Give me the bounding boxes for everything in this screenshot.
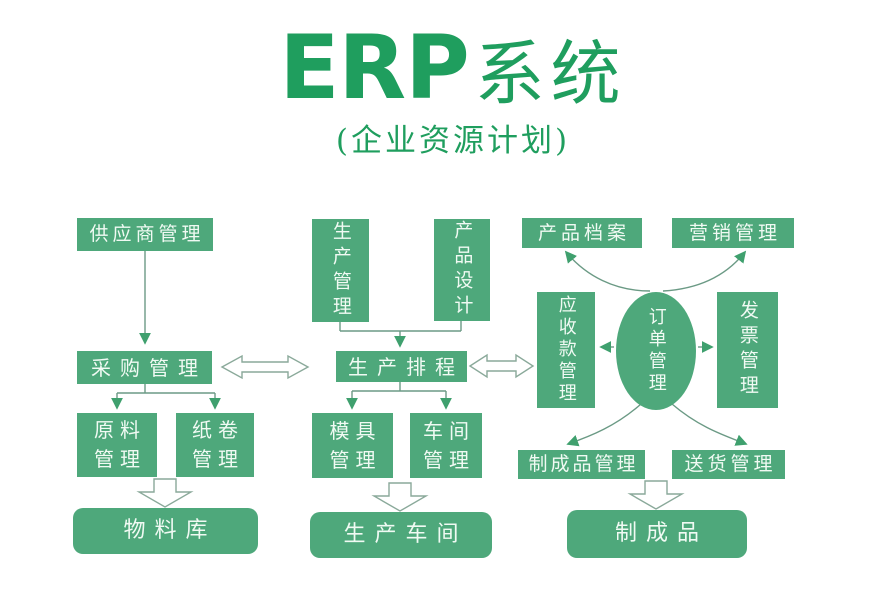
block-arrow-to-material-warehouse (136, 478, 194, 508)
node-label: 发票管理 (736, 300, 759, 400)
node-raw-material-management: 原料 管理 (77, 413, 157, 477)
node-label-line1: 原料 (94, 418, 146, 442)
page-title: ERP 系统 (14, 24, 878, 112)
title-block: ERP 系统 (企业资源计划) (14, 24, 878, 157)
node-material-warehouse: 物料库 (73, 508, 258, 554)
node-delivery-management: 送货管理 (672, 450, 785, 479)
node-label-line2: 管理 (423, 447, 475, 472)
arrow-order-to-delivery (671, 403, 748, 446)
block-arrow-to-production-workshop (371, 482, 429, 512)
node-label-line2: 管理 (94, 447, 146, 471)
node-label: 制成品管理 (528, 453, 639, 476)
node-label: 生产管理 (329, 220, 352, 321)
node-label: 物料库 (123, 517, 217, 543)
node-finished-goods: 制成品 (567, 510, 747, 558)
arrow-order-to-marketing (662, 250, 747, 292)
arrow-order-to-product-archive (564, 250, 651, 292)
node-label: 送货管理 (684, 453, 777, 476)
node-receivables-management: 应收款管理 (537, 292, 595, 408)
node-label-line1: 车间 (423, 418, 475, 443)
node-label: 生产车间 (343, 521, 468, 547)
title-system: 系统 (474, 33, 627, 115)
node-label: 应收款管理 (555, 295, 577, 405)
node-label: 订单管理 (645, 307, 667, 395)
node-product-design: 产品设计 (434, 219, 490, 321)
node-label-line1: 纸卷 (192, 418, 244, 442)
node-label: 营销管理 (688, 221, 781, 244)
double-arrow-scheduling-receivables (468, 353, 535, 379)
connector-purchasing-branch (117, 384, 215, 394)
arrow-order-to-finished-goods-mgmt (566, 403, 642, 447)
title-erp: ERP (279, 16, 469, 119)
double-arrow-purchasing-scheduling (220, 354, 310, 380)
node-purchasing-management: 采购管理 (77, 351, 212, 384)
node-label: 采购管理 (91, 355, 207, 380)
node-label: 产品档案 (537, 221, 630, 244)
node-label-line2: 管理 (329, 447, 382, 472)
node-invoice-management: 发票管理 (717, 292, 778, 408)
node-supplier-management: 供应商管理 (77, 218, 213, 251)
node-marketing-management: 营销管理 (672, 218, 794, 248)
node-production-management: 生产管理 (312, 219, 369, 322)
node-workshop-management: 车间 管理 (410, 413, 482, 478)
node-label: 生产排程 (348, 354, 464, 379)
node-label: 产品设计 (451, 220, 474, 320)
node-label: 供应商管理 (89, 223, 205, 246)
block-arrow-to-finished-goods (627, 480, 685, 510)
connector-scheduling-branch (352, 382, 446, 392)
node-production-workshop: 生产车间 (310, 512, 492, 558)
node-paper-roll-management: 纸卷 管理 (176, 413, 254, 477)
node-label-line2: 管理 (192, 447, 244, 471)
node-mold-management: 模具 管理 (312, 413, 393, 478)
node-label-line1: 模具 (329, 418, 382, 443)
node-product-archive: 产品档案 (522, 218, 642, 248)
node-production-scheduling: 生产排程 (336, 351, 467, 382)
page-subtitle: (企业资源计划) (335, 123, 571, 159)
node-label: 制成品 (614, 520, 708, 546)
node-finished-goods-management: 制成品管理 (518, 450, 645, 479)
node-order-management: 订单管理 (616, 292, 696, 410)
